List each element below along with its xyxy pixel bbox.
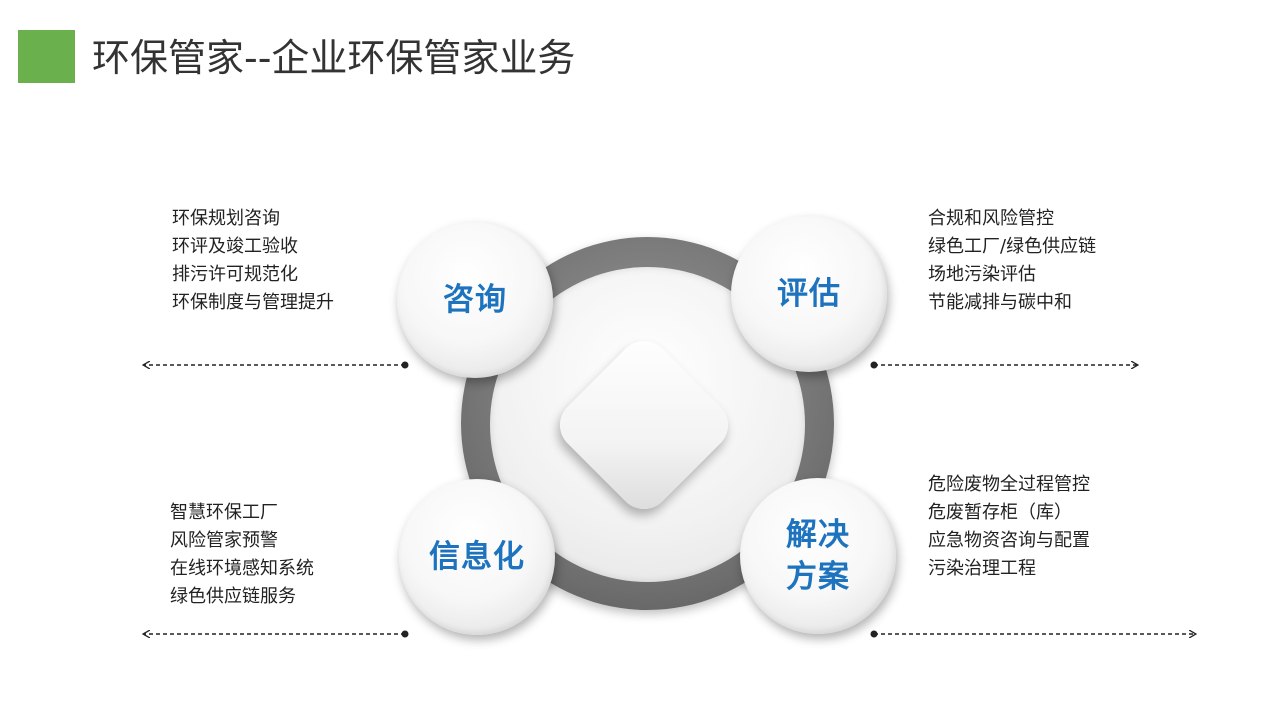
list-item: 危险废物全过程管控 [928,474,1090,495]
node-informatization: 信息化 [399,479,555,635]
arrow-bottom-left [144,631,409,638]
list-item: 风险管家预警 [170,530,278,551]
list-item: 智慧环保工厂 [170,502,278,523]
arrow-top-right [870,362,1138,369]
list-item: 环评及竣工验收 [172,236,298,257]
node-label: 解决 方案 [786,517,850,595]
list-item: 排污许可规范化 [172,264,298,285]
node-label: 评估 [777,276,841,312]
list-item: 环保规划咨询 [172,208,280,229]
list-item: 应急物资咨询与配置 [928,530,1090,551]
list-item: 环保制度与管理提升 [172,292,334,313]
node-label: 信息化 [429,539,525,575]
list-item: 污染治理工程 [928,558,1036,579]
solution-services-list: 危险废物全过程管控 危废暂存柜（库） 应急物资咨询与配置 污染治理工程 [928,471,1090,583]
node-assessment: 评估 [731,216,887,372]
informatization-services-list: 智慧环保工厂 风险管家预警 在线环境感知系统 绿色供应链服务 [170,499,314,611]
node-consulting: 咨询 [397,222,553,378]
list-item: 节能减排与碳中和 [928,292,1072,313]
arrow-bottom-right [870,631,1196,638]
list-item: 合规和风险管控 [928,208,1054,229]
list-item: 场地污染评估 [928,264,1036,285]
arrow-top-left [144,362,409,369]
list-item: 在线环境感知系统 [170,558,314,579]
node-label: 咨询 [443,282,507,318]
list-item: 绿色工厂/绿色供应链 [928,236,1097,257]
list-item: 绿色供应链服务 [170,586,296,607]
list-item: 危废暂存柜（库） [928,502,1072,523]
consulting-services-list: 环保规划咨询 环评及竣工验收 排污许可规范化 环保制度与管理提升 [172,205,334,317]
node-solution: 解决 方案 [740,478,896,634]
title-accent-block [18,30,75,83]
page-title: 环保管家--企业环保管家业务 [92,36,576,80]
assessment-services-list: 合规和风险管控 绿色工厂/绿色供应链 场地污染评估 节能减排与碳中和 [928,205,1096,317]
